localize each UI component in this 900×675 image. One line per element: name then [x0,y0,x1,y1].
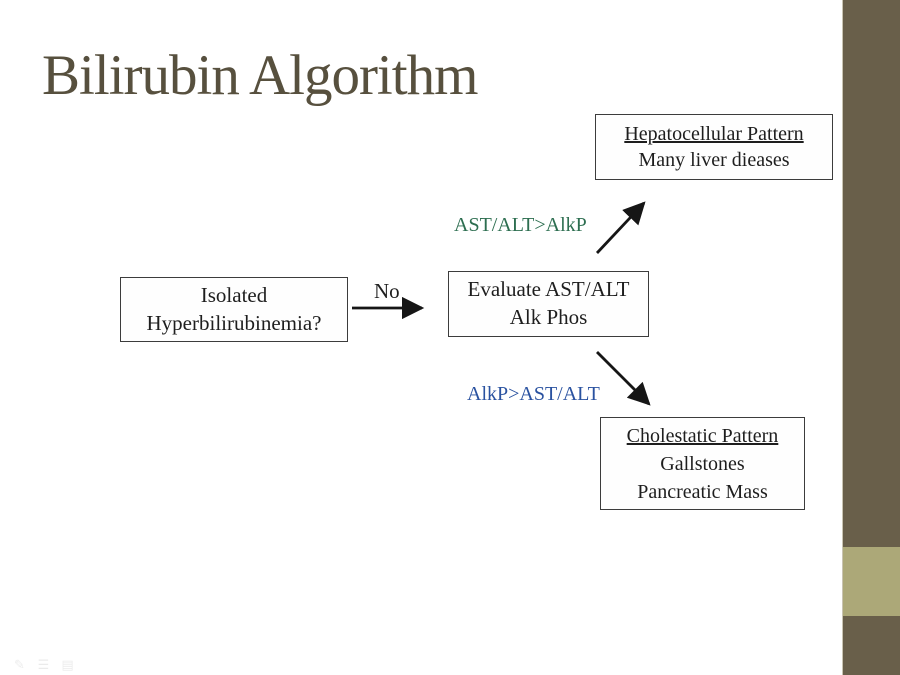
edge-label-no: No [374,279,400,303]
flow-box-evaluate-ast-alt: Evaluate AST/ALT Alk Phos [448,271,649,337]
flow-box-line: Evaluate AST/ALT [467,277,630,302]
slide-theme-accent-square [843,547,900,616]
flow-box-cholestatic-pattern: Cholestatic Pattern Gallstones Pancreati… [600,417,805,510]
flow-box-line: Isolated [200,282,268,307]
lines-icon[interactable]: ☰ [37,658,50,673]
flow-box-line: Hepatocellular Pattern [624,122,804,145]
flow-box-line: Many liver dieases [638,149,790,171]
slide-canvas: Bilirubin Algorithm Isolated Hyperbiliru… [0,0,842,675]
flow-box-line: Cholestatic Pattern [626,424,779,447]
slideshow-ghost-controls: ✎ ☰ ▤ [12,659,75,673]
arrow-to-cholestatic [596,351,651,406]
edge-label-ast-alt-greater: AST/ALT>AlkP [454,214,587,236]
flow-box-line: Gallstones [660,452,745,475]
slide-theme-band [842,0,900,675]
edge-label-alkp-greater: AlkP>AST/ALT [467,383,600,405]
flow-box-line: Alk Phos [509,305,588,329]
slides-grid-icon[interactable]: ▤ [61,658,74,673]
flow-box-hepatocellular-pattern: Hepatocellular Pattern Many liver diease… [595,114,833,180]
flow-box-line: Hyperbilirubinemia? [146,310,322,335]
arrow-to-hepatocellular [595,201,646,254]
slide-title: Bilirubin Algorithm [42,44,478,107]
flow-box-isolated-hyperbilirubinemia: Isolated Hyperbilirubinemia? [120,277,348,342]
flow-box-line: Pancreatic Mass [637,480,768,503]
pen-icon[interactable]: ✎ [14,658,25,673]
